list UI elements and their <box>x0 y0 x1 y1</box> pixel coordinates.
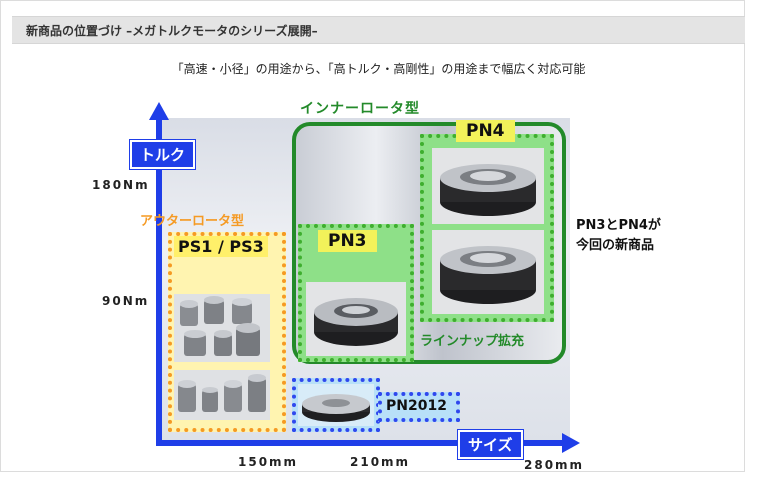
y-axis-label: トルク <box>130 140 196 169</box>
ps-motors-photo-bottom <box>174 370 270 420</box>
y-axis-arrow-icon <box>149 102 169 120</box>
outer-rotor-label: アウターロータ型 <box>140 214 245 229</box>
x-tick-210: 210mm <box>350 455 411 469</box>
ps-series-tag: PS1 / PS3 <box>174 236 268 257</box>
x-axis-arrow-icon <box>562 433 580 453</box>
pn4-tag: PN4 <box>456 120 515 142</box>
pn3-motor-photo <box>306 282 406 356</box>
x-tick-150: 150mm <box>238 455 299 469</box>
lineup-expansion-label: ラインナップ拡充 <box>420 334 525 349</box>
pn4-motor-photo-top <box>432 148 544 224</box>
pn3-tag: PN3 <box>318 230 377 252</box>
pn4-motor-photo-bottom <box>432 230 544 314</box>
pn2012-tag: PN2012 <box>386 398 447 414</box>
diagram-subtitle: 「高速・小径」の用途から、「高トルク・高剛性」の用途まで幅広く対応可能 <box>171 62 586 76</box>
x-axis-label: サイズ <box>458 430 523 459</box>
y-axis-line <box>156 116 162 444</box>
section-header: 新商品の位置づけ –メガトルクモータのシリーズ展開– <box>12 16 745 44</box>
pn2012-tag-box <box>378 392 460 422</box>
inner-rotor-label: インナーロータ型 <box>300 101 420 117</box>
x-tick-280: 280mm <box>524 458 585 472</box>
new-product-note: PN3とPN4が 今回の新商品 <box>576 216 661 256</box>
y-tick-90: 90Nm <box>102 294 150 308</box>
section-title: 新商品の位置づけ –メガトルクモータのシリーズ展開– <box>26 24 318 38</box>
x-axis-line <box>156 440 566 446</box>
note-line-2: 今回の新商品 <box>576 238 655 253</box>
note-line-1: PN3とPN4が <box>576 218 661 233</box>
y-tick-180: 180Nm <box>92 178 150 192</box>
pn2012-motor-photo <box>298 384 374 426</box>
ps-motors-photo-top <box>174 294 270 362</box>
